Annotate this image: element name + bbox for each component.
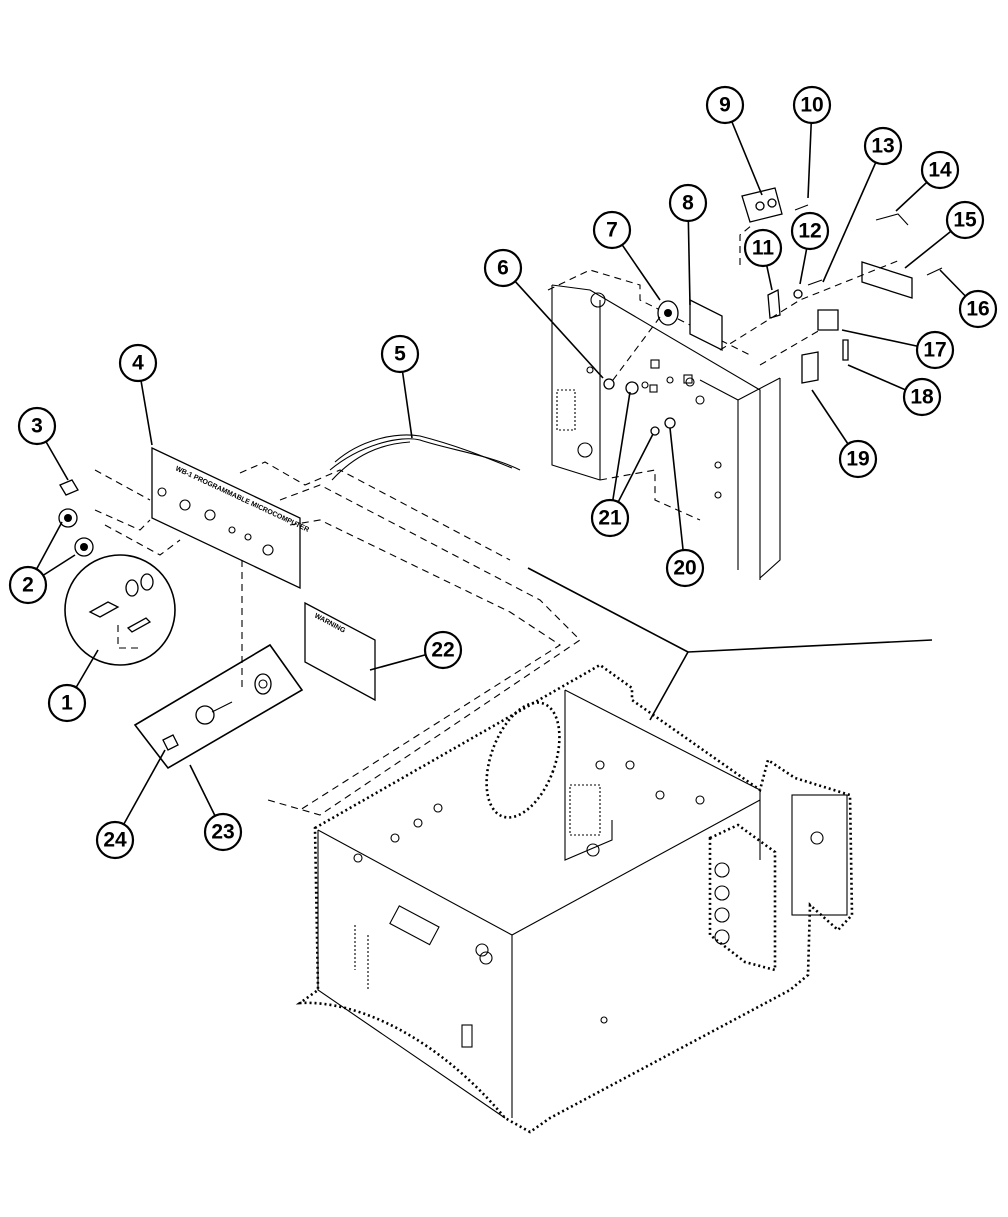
callout-2: 2 [8, 565, 48, 605]
callout-18: 18 [902, 377, 942, 417]
svg-text:24: 24 [103, 829, 127, 852]
callout-1: 1 [47, 683, 87, 723]
callout-19: 19 [838, 439, 878, 479]
callout-24: 24 [95, 820, 135, 860]
svg-text:4: 4 [132, 352, 144, 375]
callout-13: 13 [863, 126, 903, 166]
callout-15: 15 [945, 200, 985, 240]
left-small-parts [58, 479, 94, 557]
svg-text:5: 5 [394, 343, 406, 366]
callout-9: 9 [705, 85, 745, 125]
callout-10: 10 [792, 85, 832, 125]
callout-7: 7 [592, 210, 632, 250]
wire-harness [329, 434, 521, 481]
svg-text:23: 23 [211, 821, 234, 844]
callout-14: 14 [920, 150, 960, 190]
callout-21: 21 [590, 498, 630, 538]
callout-11: 11 [743, 228, 783, 268]
callout-16: 16 [958, 289, 998, 329]
svg-text:20: 20 [673, 557, 696, 580]
svg-text:11: 11 [752, 237, 775, 260]
callout-8: 8 [668, 183, 708, 223]
svg-text:8: 8 [682, 192, 694, 215]
svg-text:19: 19 [846, 448, 869, 471]
svg-text:14: 14 [928, 159, 952, 182]
callout-6: 6 [483, 248, 523, 288]
callout-4: 4 [118, 343, 158, 383]
svg-text:3: 3 [31, 415, 43, 438]
upper-right-parts [603, 187, 943, 436]
svg-text:17: 17 [923, 339, 946, 362]
svg-text:12: 12 [798, 220, 821, 243]
callout-22: 22 [423, 630, 463, 670]
callout-17: 17 [915, 330, 955, 370]
warning-label: WARNING [304, 601, 376, 702]
console-housing [547, 269, 781, 580]
detail-circle [64, 554, 176, 666]
callout-bubbles: 1 2 3 4 5 6 7 8 9 10 11 12 13 14 15 16 1… [8, 85, 998, 860]
svg-text:10: 10 [800, 94, 823, 117]
callout-3: 3 [17, 406, 57, 446]
svg-text:21: 21 [598, 507, 622, 530]
callout-23: 23 [203, 812, 243, 852]
callout-12: 12 [790, 211, 830, 251]
switch-kit [133, 643, 304, 770]
svg-text:6: 6 [497, 257, 509, 280]
svg-text:2: 2 [22, 574, 34, 597]
svg-text:9: 9 [719, 94, 731, 117]
svg-text:15: 15 [953, 209, 977, 232]
callout-20: 20 [665, 548, 705, 588]
svg-text:13: 13 [871, 135, 894, 158]
cabinet-assembly [295, 663, 854, 1134]
svg-text:22: 22 [431, 639, 454, 662]
svg-text:7: 7 [606, 219, 618, 242]
svg-text:1: 1 [61, 692, 73, 715]
svg-text:16: 16 [966, 298, 989, 321]
callout-5: 5 [380, 334, 420, 374]
svg-text:18: 18 [910, 386, 934, 409]
